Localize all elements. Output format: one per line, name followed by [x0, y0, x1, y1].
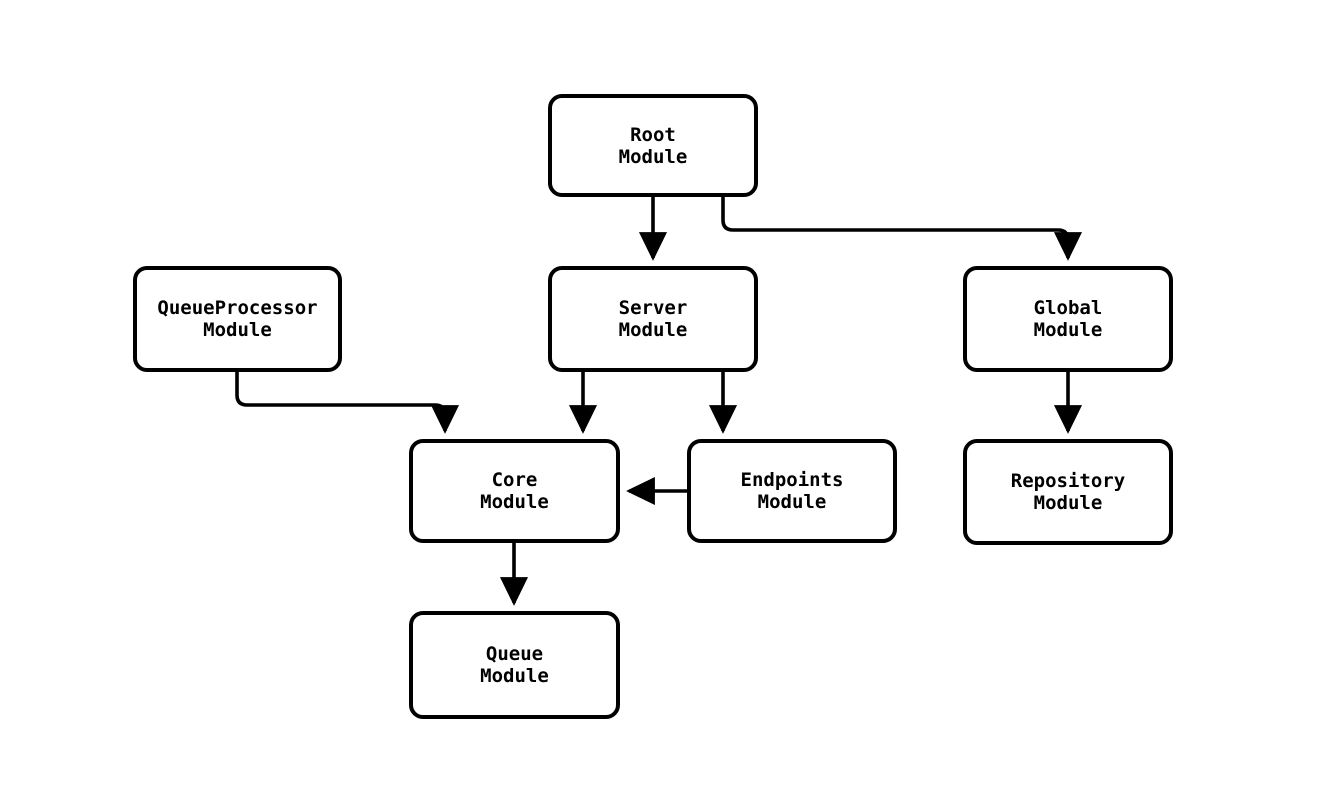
node-endpoints-module-label: Endpoints Module — [740, 469, 844, 513]
node-queue-module-label: Queue Module — [480, 643, 549, 687]
node-queueprocessor-module[interactable]: QueueProcessor Module — [133, 266, 342, 372]
node-queue-module[interactable]: Queue Module — [409, 611, 620, 719]
node-server-module-label: Server Module — [618, 297, 688, 341]
node-repository-module[interactable]: Repository Module — [963, 439, 1173, 545]
edge-root-global — [721, 197, 1083, 261]
node-global-module-label: Global Module — [1033, 297, 1103, 341]
edge-queueprocessor-core — [235, 372, 460, 434]
node-core-module-label: Core Module — [480, 469, 549, 513]
node-global-module[interactable]: Global Module — [963, 266, 1173, 372]
node-core-module[interactable]: Core Module — [409, 439, 620, 543]
node-repository-module-label: Repository Module — [1010, 470, 1126, 514]
node-root-module[interactable]: Root Module — [548, 94, 758, 197]
node-queueprocessor-module-label: QueueProcessor Module — [157, 297, 318, 341]
node-server-module[interactable]: Server Module — [548, 266, 758, 372]
node-root-module-label: Root Module — [618, 123, 688, 168]
node-endpoints-module[interactable]: Endpoints Module — [687, 439, 897, 543]
